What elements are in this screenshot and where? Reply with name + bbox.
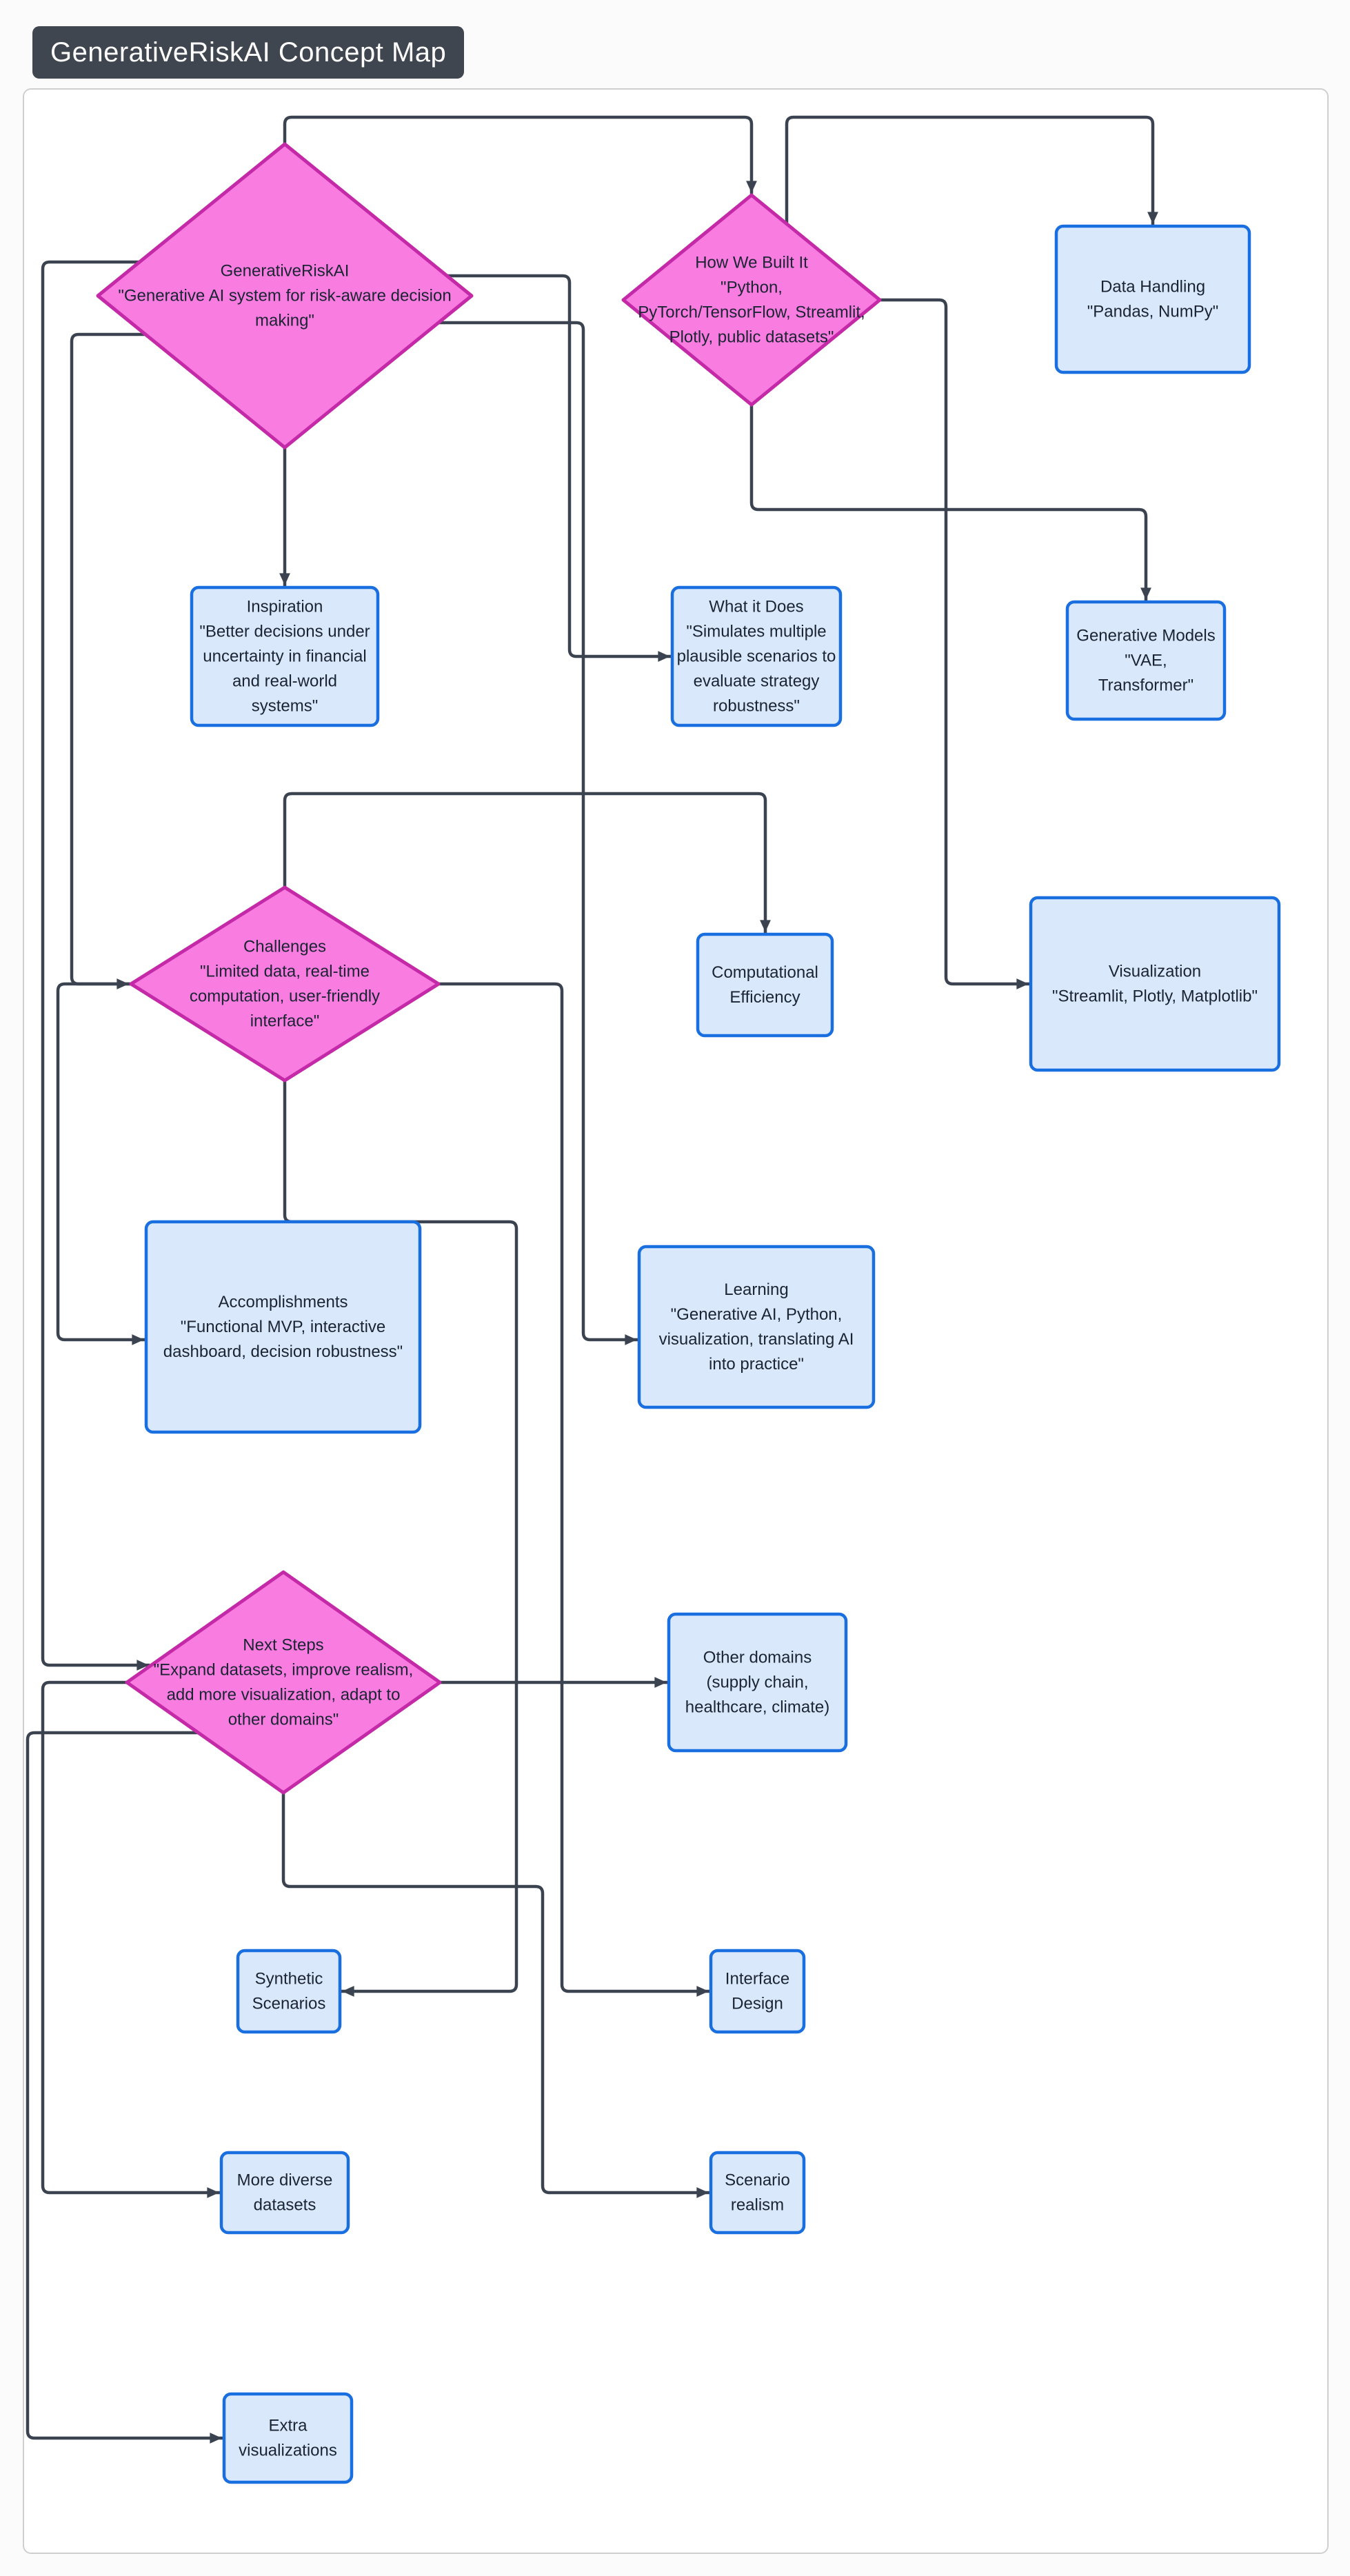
node-learning: Learning"Generative AI, Python,visualiza…	[637, 1245, 876, 1409]
node-label: Data Handling"Pandas, NumPy"	[1087, 278, 1218, 321]
diamond-shape	[96, 142, 474, 450]
edge-generative-risk-ai-to-learning	[436, 321, 638, 1345]
edge-layer	[26, 115, 1158, 2444]
node-next-steps: Next Steps"Expand datasets, improve real…	[125, 1570, 442, 1795]
node-data-handling: Data Handling"Pandas, NumPy"	[1054, 224, 1251, 374]
box-shape	[670, 585, 843, 727]
edge-generative-risk-ai-to-next-steps	[41, 260, 150, 1671]
box-shape	[709, 1949, 806, 2034]
edge-generative-risk-ai-to-challenges	[70, 332, 148, 989]
node-visualization: Visualization"Streamlit, Plotly, Matplot…	[1029, 896, 1281, 1072]
edge-next-steps-to-more-diverse-datasets	[41, 1680, 221, 2198]
node-label: GenerativeRiskAI"Generative AI system fo…	[118, 262, 451, 330]
node-label: Accomplishments"Functional MVP, interact…	[163, 1293, 403, 1361]
box-shape	[1065, 600, 1227, 721]
box-shape	[219, 2151, 350, 2235]
edge-challenges-to-computational-efficiency	[283, 792, 771, 934]
node-label: Learning"Generative AI, Python,visualiza…	[659, 1280, 854, 1373]
box-shape	[709, 2151, 806, 2235]
node-label: Visualization"Streamlit, Plotly, Matplot…	[1052, 963, 1258, 1006]
box-shape	[667, 1612, 848, 1753]
node-layer: GenerativeRiskAI"Generative AI system fo…	[96, 142, 1281, 2484]
edge-challenges-to-accomplishments	[56, 982, 145, 1345]
node-label: Next Steps"Expand datasets, improve real…	[154, 1636, 414, 1729]
node-how-we-built-it: How We Built It"Python,PyTorch/TensorFlo…	[621, 193, 882, 407]
box-shape	[144, 1220, 422, 1434]
box-shape	[190, 585, 380, 727]
edge-challenges-to-synthetic-scenarios	[283, 1078, 518, 1997]
node-generative-models: Generative Models"VAE,Transformer"	[1065, 600, 1227, 721]
node-label: How We Built It"Python,PyTorch/TensorFlo…	[638, 254, 865, 347]
box-shape	[1054, 224, 1251, 374]
node-label: Generative Models"VAE,Transformer"	[1076, 627, 1215, 695]
diamond-shape	[125, 1570, 442, 1795]
edge-generative-risk-ai-to-what-it-does	[445, 274, 672, 662]
node-generative-risk-ai: GenerativeRiskAI"Generative AI system fo…	[96, 142, 474, 450]
edge-generative-risk-ai-to-how-we-built-it	[283, 115, 757, 194]
box-shape	[696, 932, 834, 1038]
edge-challenges-to-interface-design	[436, 982, 710, 1997]
box-shape	[1029, 896, 1281, 1072]
edge-how-we-built-it-to-data-handling	[785, 115, 1158, 226]
edge-how-we-built-it-to-generative-models	[749, 403, 1151, 601]
edge-next-steps-to-extra-visualizations	[26, 1731, 223, 2444]
box-shape	[236, 1949, 342, 2034]
diamond-shape	[129, 885, 441, 1083]
edge-next-steps-to-scenario-realism	[281, 1791, 710, 2198]
edge-how-we-built-it-to-visualization	[878, 298, 1030, 989]
node-other-domains: Other domains(supply chain,healthcare, c…	[667, 1612, 848, 1753]
diagram-title: GenerativeRiskAI Concept Map	[32, 26, 465, 79]
node-accomplishments: Accomplishments"Functional MVP, interact…	[144, 1220, 422, 1434]
box-shape	[637, 1245, 876, 1409]
diamond-shape	[621, 193, 882, 407]
node-label: Other domains(supply chain,healthcare, c…	[685, 1649, 829, 1717]
box-shape	[222, 2392, 354, 2484]
